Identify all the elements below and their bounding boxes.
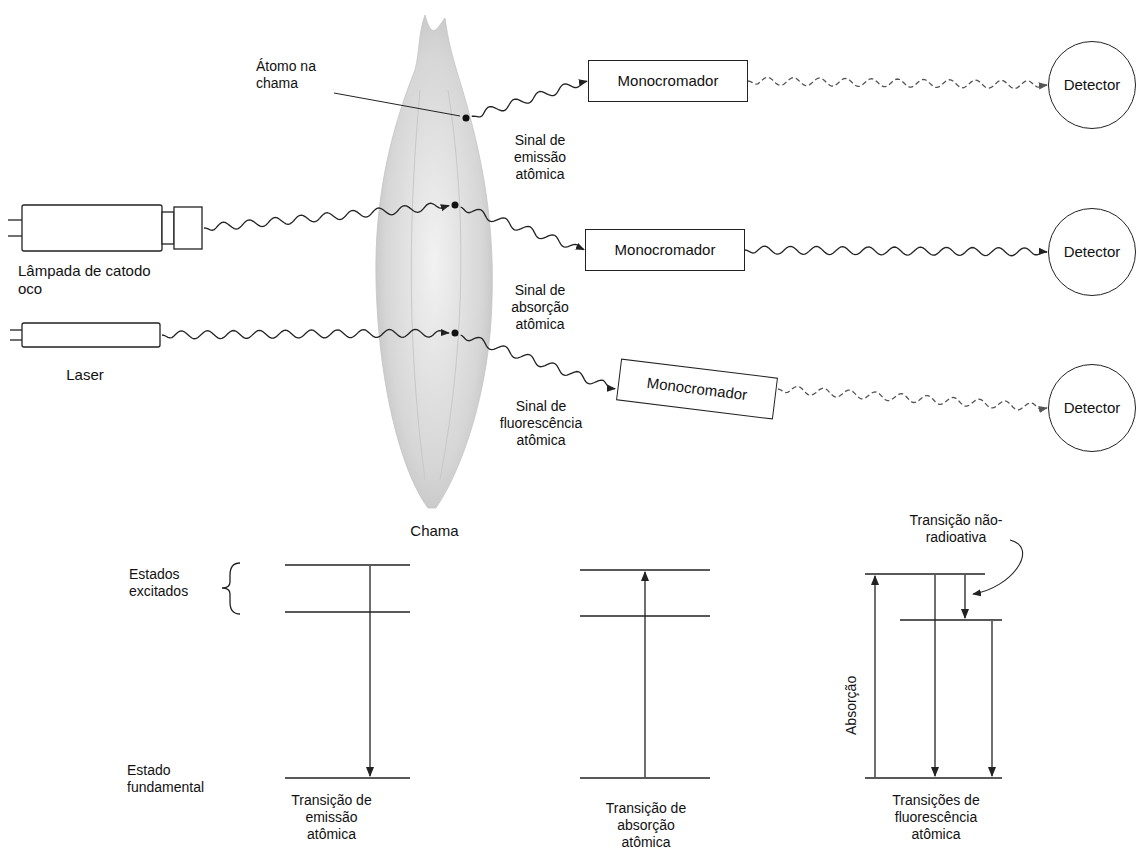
atom-dot bbox=[463, 115, 470, 122]
wave-signal bbox=[472, 81, 587, 117]
node-text: Detector bbox=[1064, 399, 1121, 417]
node-text: Chama bbox=[372, 522, 497, 540]
hollow-cathode-lamp bbox=[8, 205, 202, 251]
wave-signal bbox=[461, 207, 584, 250]
wave-signal bbox=[204, 203, 449, 230]
transition-note: Transição não-radioativa bbox=[905, 512, 1007, 546]
monochromator-box: Monocromador bbox=[585, 229, 745, 271]
atom-dot bbox=[452, 202, 459, 209]
transition-caption: Transição de emissão atômica bbox=[288, 792, 375, 842]
leader-line bbox=[334, 93, 460, 116]
detector-circle: Detector bbox=[1048, 364, 1136, 452]
flame-streak bbox=[440, 90, 461, 480]
callout-label: Átomo na chama bbox=[255, 58, 332, 92]
wave-signal bbox=[778, 386, 1047, 409]
flame-streak bbox=[411, 90, 425, 480]
wave-signal bbox=[748, 77, 1047, 88]
wave-signal bbox=[162, 329, 449, 338]
axis-label: Absorção bbox=[844, 674, 861, 735]
energy-levels bbox=[285, 565, 1002, 778]
flame bbox=[376, 15, 492, 508]
laser-source: Laser bbox=[8, 318, 162, 390]
leader-arrow bbox=[973, 540, 1023, 594]
atom-dot bbox=[452, 330, 459, 337]
node-text: Monocromador bbox=[618, 72, 719, 90]
signal-label: Sinal de absorção atômica bbox=[498, 282, 582, 332]
monochromator-box: Monocromador bbox=[616, 359, 778, 420]
node-text: Monocromador bbox=[615, 241, 716, 259]
node-text: Monocromador bbox=[646, 374, 748, 404]
wave-signal bbox=[745, 246, 1047, 256]
node-text: Detector bbox=[1064, 76, 1121, 94]
node-text: Detector bbox=[1064, 243, 1121, 261]
wave-signal bbox=[461, 335, 615, 389]
brace bbox=[222, 563, 240, 614]
monochromator-box: Monocromador bbox=[588, 60, 748, 102]
detector-circle: Detector bbox=[1048, 41, 1136, 129]
detector-circle: Detector bbox=[1048, 208, 1136, 296]
level-label: Estados excitados bbox=[128, 566, 202, 600]
transition-caption: Transições de fluorescência atômica bbox=[875, 792, 997, 842]
lamp-source: Lâmpada de catodo oco bbox=[8, 200, 204, 308]
node-text: Lâmpada de catodo oco bbox=[18, 262, 168, 298]
laser-body bbox=[10, 323, 160, 347]
flame: Chama bbox=[372, 10, 497, 542]
level-label: Estado fundamental bbox=[126, 762, 218, 796]
signal-label: Sinal de emissão atômica bbox=[498, 132, 582, 182]
signal-label: Sinal de fluorescência atômica bbox=[490, 398, 592, 448]
node-text: Laser bbox=[50, 366, 120, 384]
transition-caption: Transição de absorção atômica bbox=[600, 800, 692, 850]
